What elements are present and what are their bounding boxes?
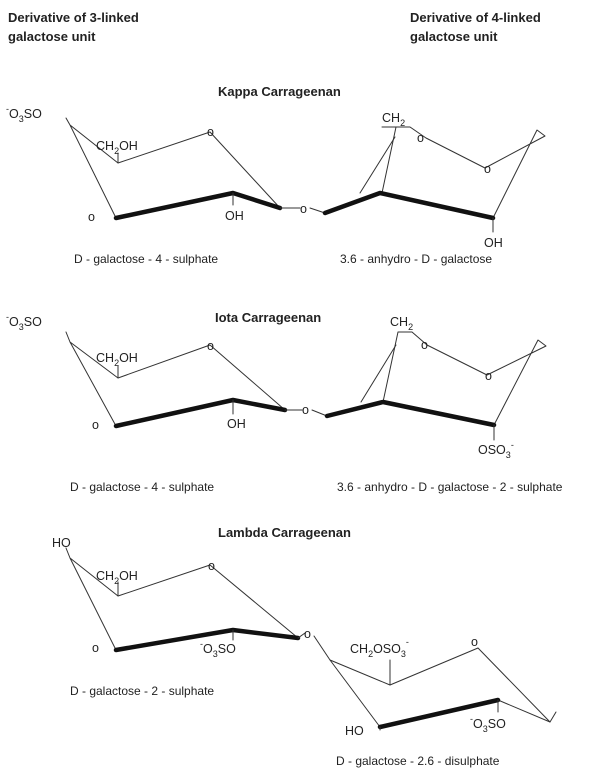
- lambda-left-ring: [65, 547, 306, 653]
- iota-left-oh-group: OH: [227, 417, 246, 431]
- kappa-title: Kappa Carrageenan: [218, 84, 341, 99]
- right-column-header-line2: galactose unit: [410, 29, 498, 44]
- left-column-header-line2: galactose unit: [8, 29, 96, 44]
- iota-left-unit-name: D - galactose - 4 - sulphate: [70, 480, 214, 494]
- iota-left-o-substituent: o: [92, 418, 99, 432]
- lambda-right-ch2oso3-group: CH2OSO3-: [350, 637, 409, 659]
- kappa-right-ring: [309, 126, 546, 233]
- kappa-carrageenan-section: Kappa Carrageenan -O3SO CH2OH o o OH o C…: [6, 84, 546, 266]
- kappa-right-oh-group: OH: [484, 236, 503, 250]
- lambda-right-ho-group: HO: [345, 724, 364, 738]
- iota-left-o3so-group: -O3SO: [6, 312, 42, 332]
- right-column-header-line1: Derivative of 4-linked: [410, 10, 541, 25]
- lambda-left-o-substituent: o: [92, 641, 99, 655]
- kappa-right-unit-name: 3.6 - anhydro - D - galactose: [340, 252, 492, 266]
- iota-carrageenan-section: Iota Carrageenan -O3SO CH2OH o o OH o CH…: [6, 310, 563, 494]
- lambda-right-o3so-group: -O3SO: [470, 714, 506, 734]
- kappa-left-ch2oh-group: CH2OH: [96, 139, 138, 156]
- lambda-glycosidic-oxygen: o: [304, 627, 311, 641]
- iota-left-ring-oxygen: o: [207, 339, 214, 353]
- iota-right-ring: [311, 331, 547, 441]
- kappa-glycosidic-oxygen: o: [300, 202, 307, 216]
- lambda-carrageenan-section: Lambda Carrageenan HO CH2OH o o -O3SO o …: [52, 525, 557, 768]
- lambda-right-unit-name: D - galactose - 2.6 - disulphate: [336, 754, 500, 768]
- kappa-left-o-substituent: o: [88, 210, 95, 224]
- lambda-left-ch2oh-group: CH2OH: [96, 569, 138, 586]
- iota-right-ch2-group: CH2: [390, 315, 413, 332]
- kappa-left-o3so-group: -O3SO: [6, 104, 42, 124]
- iota-right-ring-oxygen: o: [485, 369, 492, 383]
- kappa-left-ring: [65, 117, 301, 221]
- iota-right-unit-name: 3.6 - anhydro - D - galactose - 2 - sulp…: [337, 480, 563, 494]
- iota-left-ch2oh-group: CH2OH: [96, 351, 138, 368]
- kappa-left-ring-oxygen: o: [207, 125, 214, 139]
- lambda-right-ring-oxygen: o: [471, 635, 478, 649]
- left-column-header-line1: Derivative of 3-linked: [8, 10, 139, 25]
- kappa-right-ch2-group: CH2: [382, 111, 405, 128]
- iota-title: Iota Carrageenan: [215, 310, 321, 325]
- lambda-left-o3so-group: -O3SO: [200, 639, 236, 659]
- lambda-left-ho-group: HO: [52, 536, 71, 550]
- kappa-left-oh-group: OH: [225, 209, 244, 223]
- iota-glycosidic-oxygen: o: [302, 403, 309, 417]
- iota-left-ring: [65, 331, 303, 429]
- lambda-right-ring: [313, 635, 557, 731]
- iota-right-bridge-oxygen: o: [421, 338, 428, 352]
- kappa-right-ring-oxygen: o: [484, 162, 491, 176]
- kappa-left-unit-name: D - galactose - 4 - sulphate: [74, 252, 218, 266]
- lambda-title: Lambda Carrageenan: [218, 525, 351, 540]
- lambda-left-ring-oxygen: o: [208, 559, 215, 573]
- iota-right-oso3-group: OSO3-: [478, 440, 514, 460]
- lambda-left-unit-name: D - galactose - 2 - sulphate: [70, 684, 214, 698]
- kappa-right-bridge-oxygen: o: [417, 131, 424, 145]
